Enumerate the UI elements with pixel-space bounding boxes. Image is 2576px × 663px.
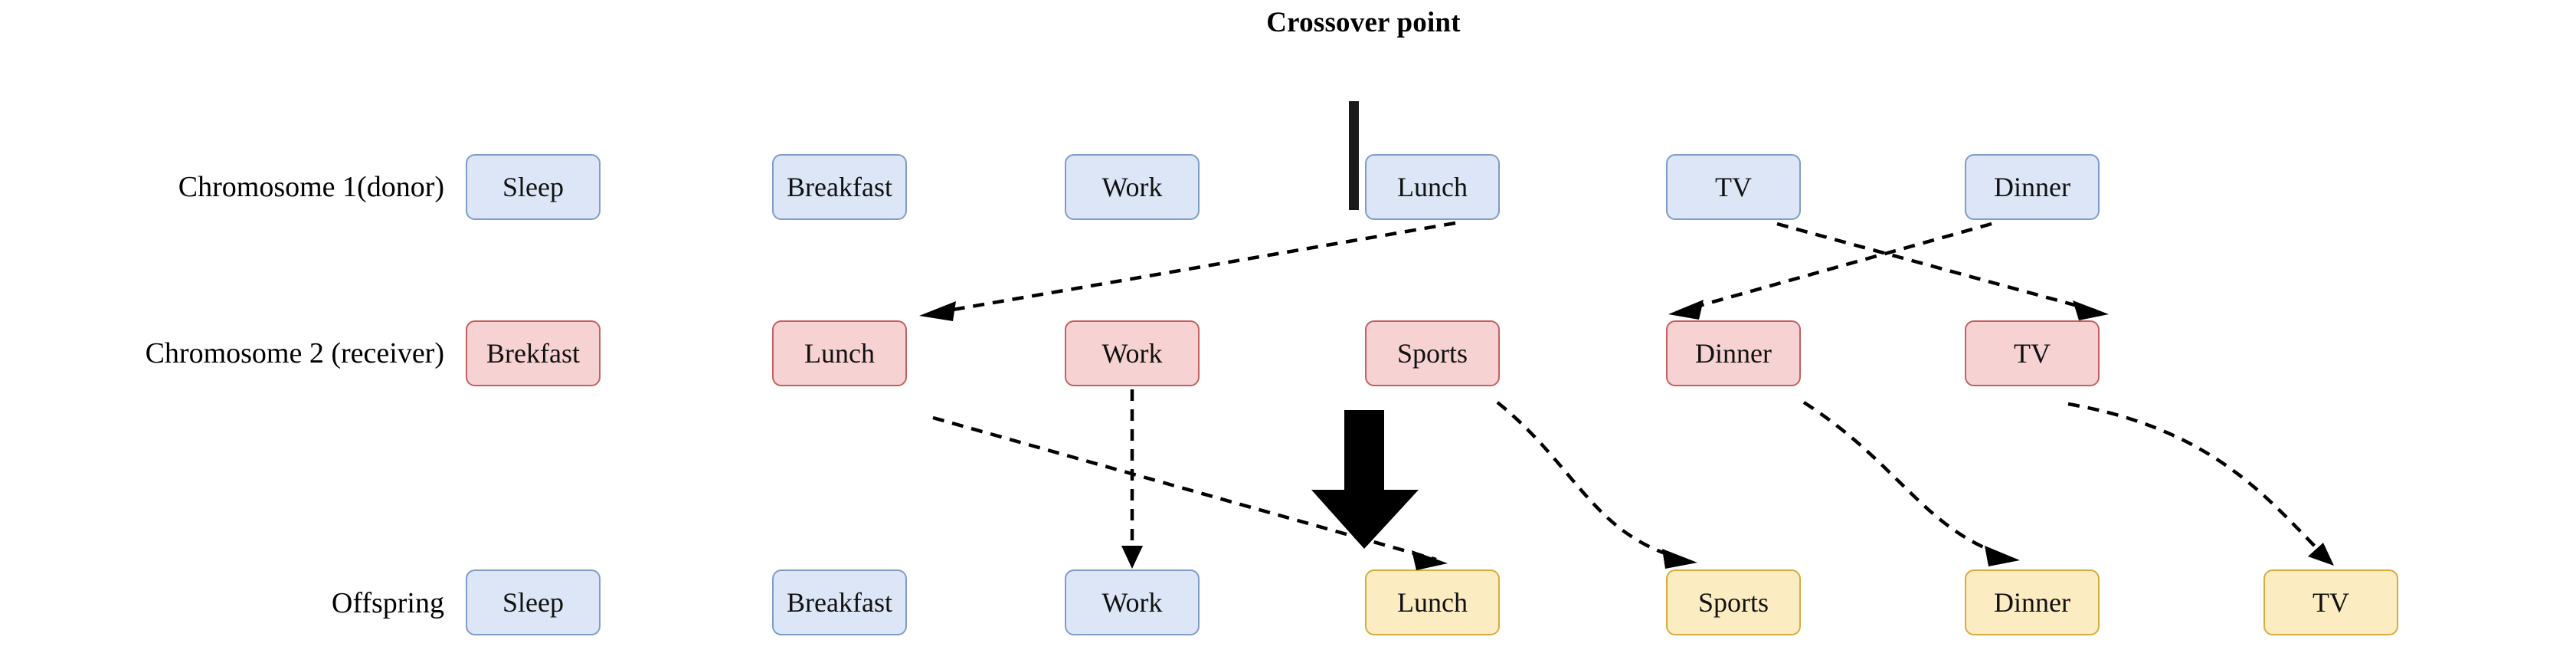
- arrow-receiver-work-to-offspring-work: [1121, 389, 1143, 569]
- arrow-donor-tv-to-receiver-tv: [1776, 222, 2109, 320]
- offspring-gene-sports[interactable]: Sports: [1666, 569, 1801, 635]
- donor-gene-lunch[interactable]: Lunch: [1365, 154, 1500, 220]
- arrow-donor-dinner-to-receiver-dinner: [1668, 222, 1992, 320]
- arrow-receiver-lunch-to-offspring-lunch: [932, 415, 1448, 570]
- offspring-label: Offspring: [331, 587, 444, 619]
- arrow-donor-lunch-to-receiver-lunch: [919, 221, 1456, 321]
- donor-gene-dinner[interactable]: Dinner: [1965, 154, 2100, 220]
- receiver-gene-dinner[interactable]: Dinner: [1666, 320, 1801, 386]
- receiver-gene-tv[interactable]: TV: [1965, 320, 2100, 386]
- arrow-receiver-dinner-to-offspring-dinner: [1802, 401, 2020, 566]
- receiver-gene-brekfast[interactable]: Brekfast: [466, 320, 601, 386]
- receiver-gene-work[interactable]: Work: [1065, 320, 1200, 386]
- donor-gene-tv[interactable]: TV: [1666, 154, 1801, 220]
- arrow-receiver-sports-to-offspring-sports: [1496, 401, 1697, 569]
- donor-gene-work[interactable]: Work: [1065, 154, 1200, 220]
- donor-gene-breakfast[interactable]: Breakfast: [772, 154, 907, 220]
- crossover-point-title: Crossover point: [1266, 7, 1461, 38]
- offspring-gene-tv[interactable]: TV: [2263, 569, 2398, 635]
- offspring-gene-sleep[interactable]: Sleep: [466, 569, 601, 635]
- arrow-receiver-tv-to-offspring-tv: [2067, 402, 2334, 566]
- offspring-gene-work[interactable]: Work: [1065, 569, 1200, 635]
- crossover-down-arrow: [1311, 410, 1419, 549]
- receiver-gene-lunch[interactable]: Lunch: [772, 320, 907, 386]
- donor-gene-sleep[interactable]: Sleep: [466, 154, 601, 220]
- offspring-gene-lunch[interactable]: Lunch: [1365, 569, 1500, 635]
- receiver-gene-sports[interactable]: Sports: [1365, 320, 1500, 386]
- chromosome-2-label: Chromosome 2 (receiver): [145, 337, 444, 369]
- chromosome-1-label: Chromosome 1(donor): [178, 171, 444, 203]
- offspring-gene-dinner[interactable]: Dinner: [1965, 569, 2100, 635]
- offspring-gene-breakfast[interactable]: Breakfast: [772, 569, 907, 635]
- crossover-point-marker: [1349, 101, 1359, 210]
